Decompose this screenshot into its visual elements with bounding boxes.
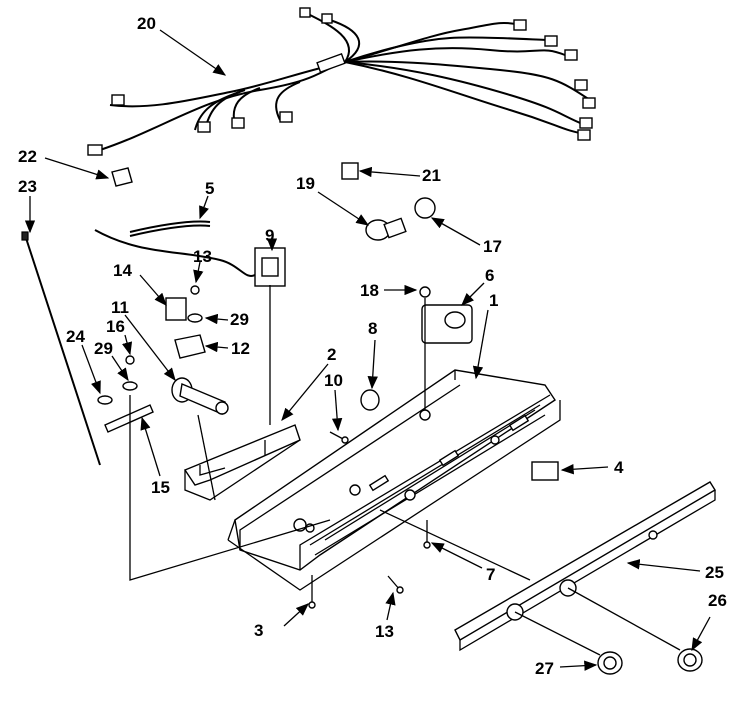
callout-14: 14 [113, 261, 132, 280]
callout-23: 23 [18, 177, 37, 196]
callout-11: 11 [111, 298, 129, 317]
callout-29b: 29 [94, 339, 113, 358]
callout-26: 26 [708, 591, 727, 610]
callout-25: 25 [705, 563, 724, 582]
callout-22: 22 [18, 147, 37, 166]
callout-27: 27 [535, 659, 554, 678]
callout-arrows [24, 29, 711, 671]
callout-13b: 13 [375, 622, 394, 641]
callout-4: 4 [614, 458, 624, 477]
wiring-harness [87, 7, 596, 156]
callout-5: 5 [205, 179, 215, 198]
callout-16: 16 [106, 317, 125, 336]
callout-10: 10 [324, 371, 343, 390]
callout-9: 9 [265, 226, 275, 245]
callout-21: 21 [422, 166, 441, 185]
callout-3: 3 [254, 621, 264, 640]
callout-20: 20 [137, 14, 156, 33]
callout-7: 7 [486, 565, 496, 584]
alignment-lines [129, 285, 681, 656]
front-panel [454, 481, 716, 652]
callout-24: 24 [66, 327, 85, 346]
callout-18: 18 [360, 281, 379, 300]
control-housing [227, 369, 561, 591]
callout-12: 12 [231, 339, 250, 358]
small-parts [21, 162, 703, 675]
callout-8: 8 [368, 319, 378, 338]
callout-15: 15 [151, 478, 170, 497]
bracket [183, 424, 301, 501]
callout-19: 19 [296, 174, 315, 193]
callout-1: 1 [489, 291, 499, 310]
callout-17: 17 [483, 237, 502, 256]
callout-6: 6 [485, 266, 495, 285]
callout-2: 2 [327, 345, 337, 364]
callout-29a: 29 [230, 310, 249, 329]
callout-13a: 13 [193, 247, 212, 266]
